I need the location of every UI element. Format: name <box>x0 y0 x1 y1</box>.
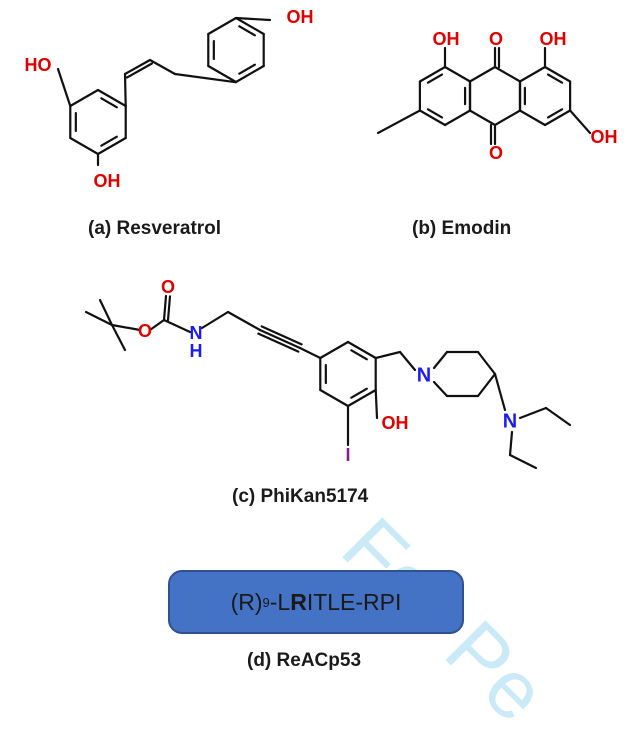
atom-label-phi-n-pip: N <box>417 364 431 386</box>
resveratrol-ring-a <box>69 88 100 108</box>
phikan-tbu-ester <box>110 323 142 332</box>
peptide-subscript: 9 <box>262 594 270 610</box>
phikan-n-ch2 <box>200 310 230 330</box>
resveratrol-ring-b <box>207 16 238 36</box>
atom-label-emo-o-top: O <box>489 29 503 49</box>
peptide-part1: -L <box>269 588 291 615</box>
phikan-alkyne <box>258 328 302 350</box>
peptide-bold-residue: R <box>290 588 307 615</box>
resveratrol-ring-b <box>234 16 265 36</box>
caption-emodin: (b) Emodin <box>412 218 512 239</box>
bond <box>123 58 152 76</box>
resveratrol-ring-a <box>96 88 127 108</box>
phikan-amide-bond <box>162 318 192 334</box>
emodin-methyl <box>376 109 421 135</box>
bond <box>432 350 449 370</box>
double-bond <box>546 73 564 84</box>
emodin-ring-left <box>418 109 447 127</box>
phikan-benzene <box>319 388 350 408</box>
emodin-ring-center <box>493 65 522 83</box>
atom-label-phi-n-amide: N <box>190 323 203 343</box>
bond <box>298 346 322 360</box>
double-bond <box>100 135 118 147</box>
emodin-ring-left <box>418 65 447 83</box>
phikan-bond-oh <box>374 388 379 420</box>
atom-label-phi-oh: OH <box>382 413 409 433</box>
resveratrol-vinyl-double <box>125 62 154 79</box>
emodin-bond-oh-right <box>569 109 592 135</box>
resveratrol-bond-oh-top <box>234 16 272 22</box>
phikan-benzene <box>319 340 350 360</box>
phikan-ethyl-2a <box>508 430 514 457</box>
phikan-tbu-2 <box>98 298 114 327</box>
emodin-ring-center <box>468 65 497 83</box>
phikan-carbonyl <box>162 294 168 322</box>
emodin-ring-right <box>543 65 572 83</box>
emodin-ring-right <box>543 109 572 127</box>
phikan-benzene <box>346 340 377 360</box>
double-bond <box>260 325 303 346</box>
phikan-ester-bond <box>148 318 166 332</box>
emodin-ring-center <box>468 109 497 127</box>
phikan-bond-amine <box>493 372 507 412</box>
bond <box>476 372 497 398</box>
bond-lines <box>56 16 592 470</box>
double-bond <box>350 349 368 361</box>
double-bond <box>546 108 564 119</box>
bond <box>398 350 417 372</box>
emodin-ring-left <box>443 65 472 83</box>
atom-label-phi-o-top: O <box>161 277 175 297</box>
bond <box>544 406 572 427</box>
atom-label-res-oh-bottom: OH <box>94 171 121 191</box>
atom-label-res-oh-top: OH <box>287 7 314 27</box>
atom-label-phi-i: I <box>345 445 350 465</box>
double-bond <box>100 97 118 109</box>
resveratrol-ring-b <box>234 64 265 84</box>
bond <box>148 58 177 76</box>
emodin-ring-right <box>518 109 547 127</box>
resveratrol-ring-b <box>207 64 238 84</box>
atom-label-phi-o-ester: O <box>138 321 152 341</box>
double-bond <box>166 295 172 322</box>
atom-label-emo-o-bottom: O <box>489 143 503 163</box>
double-bond <box>426 108 444 119</box>
bond <box>432 380 449 398</box>
bond <box>226 310 262 332</box>
atom-label-emo-oh-2: OH <box>540 29 567 49</box>
atom-label-emo-oh-1: OH <box>433 29 460 49</box>
resveratrol-bond-ho <box>56 67 72 108</box>
resveratrol-ring-a <box>69 136 100 156</box>
caption-reacp53: (d) ReACp53 <box>247 650 362 671</box>
emodin-ring-left <box>443 109 472 127</box>
atom-label-phi-n-amine: N <box>503 410 517 432</box>
double-bond <box>257 332 300 353</box>
double-bond <box>238 63 256 75</box>
resveratrol-ring-a <box>96 136 127 156</box>
phikan-benzene <box>346 388 377 408</box>
bond <box>476 350 497 376</box>
bond <box>173 72 237 84</box>
caption-phikan5174: (c) PhiKan5174 <box>232 486 369 507</box>
caption-resveratrol: (a) Resveratrol <box>88 218 222 239</box>
phikan-tbu-1 <box>84 310 114 327</box>
bond <box>508 453 538 470</box>
bond <box>123 72 127 108</box>
double-bond <box>426 73 444 84</box>
emodin-ring-center <box>493 109 522 127</box>
atom-label-emo-oh-right: OH <box>591 127 618 147</box>
double-bond <box>238 25 256 37</box>
phikan-ethyl-1a <box>518 406 548 420</box>
emodin-ring-right <box>518 65 547 83</box>
phikan-benzyl <box>374 350 402 360</box>
peptide-prefix: (R) <box>230 588 263 615</box>
phikan-tbu-3 <box>110 323 127 352</box>
atom-label-phi-h-amide: H <box>190 341 203 361</box>
double-bond <box>350 387 368 399</box>
atom-label-res-ho-left: HO <box>25 55 52 75</box>
peptide-part2: ITLE-RPI <box>306 588 402 615</box>
